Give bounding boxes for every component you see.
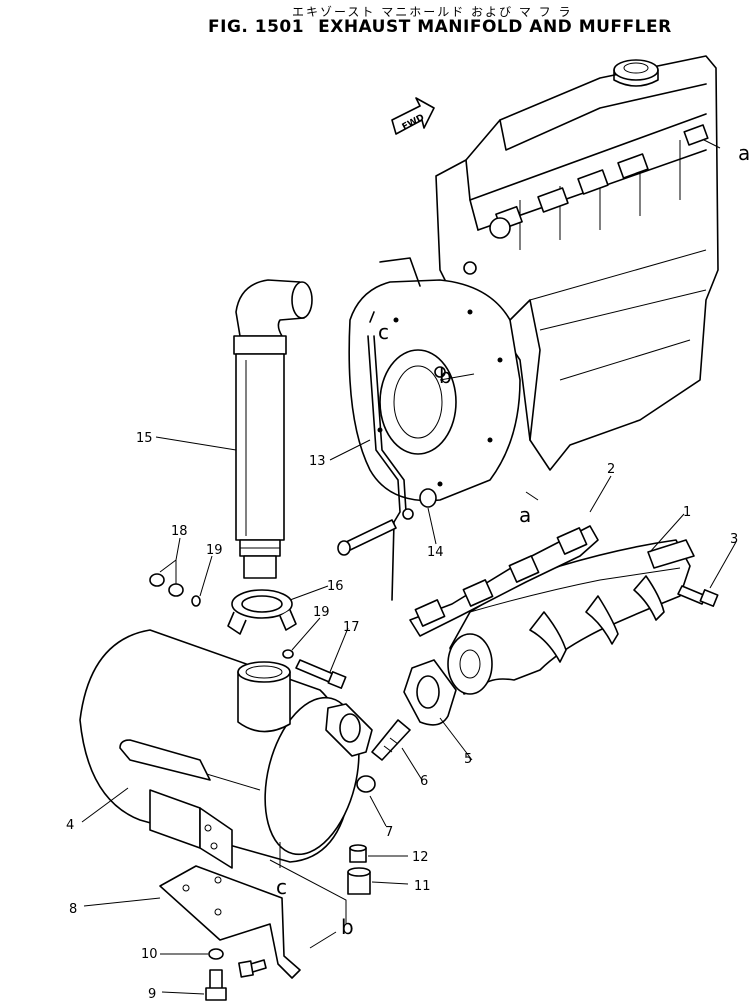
bolt-17 — [295, 659, 347, 689]
leader-lines — [81, 139, 737, 995]
muffler — [79, 629, 373, 869]
callout-6: 6 — [420, 774, 428, 789]
figure-title-text: EXHAUST MANIFOLD AND MUFFLER — [318, 17, 672, 37]
callout-8: 8 — [69, 902, 77, 917]
bolt-3 — [677, 585, 719, 607]
callout-5: 5 — [464, 752, 472, 767]
callout-19: 19 — [313, 605, 330, 620]
bolts-and-mounts — [205, 844, 371, 1001]
callout-4: 4 — [66, 818, 74, 833]
ref-letter-b: b — [439, 364, 452, 388]
flywheel-housing — [348, 257, 541, 502]
reference-letters: a a b b c c — [276, 141, 750, 939]
callout-12: 12 — [412, 850, 429, 865]
exhaust-pipe — [233, 279, 313, 579]
ref-letter-a: a — [738, 141, 750, 165]
callout-1: 1 — [683, 505, 691, 520]
callout-19: 19 — [206, 543, 223, 558]
callout-18: 18 — [171, 524, 188, 539]
ref-letter-b: b — [341, 915, 354, 939]
nuts-and-washers — [149, 573, 294, 659]
mounting-bracket — [159, 865, 301, 979]
clamp — [227, 589, 297, 635]
engine-block — [435, 55, 719, 471]
callout-numbers: 1 2 3 4 5 6 7 8 9 10 11 12 13 14 15 16 1… — [66, 431, 738, 1002]
stud-and-nut — [356, 719, 411, 793]
manifold-gasket — [409, 525, 599, 637]
callout-7: 7 — [385, 825, 393, 840]
callout-9: 9 — [148, 987, 156, 1002]
callout-11: 11 — [414, 879, 431, 894]
exhaust-manifold — [447, 539, 695, 695]
ref-letter-c: c — [276, 875, 287, 899]
support-rod — [337, 335, 437, 601]
ref-letter-a: a — [519, 503, 531, 527]
callout-14: 14 — [427, 545, 444, 560]
callout-13: 13 — [309, 454, 326, 469]
gasket-5 — [403, 659, 457, 726]
callout-15: 15 — [136, 431, 153, 446]
fwd-arrow-icon: FWD — [391, 97, 435, 135]
figure-number: FIG. 1501 — [208, 17, 305, 37]
ref-letter-c: c — [378, 320, 389, 344]
callout-2: 2 — [607, 462, 615, 477]
figure-title: FIG. 1501 EXHAUST MANIFOLD AND MUFFLER — [208, 17, 672, 37]
callout-17: 17 — [343, 620, 360, 635]
callout-10: 10 — [141, 947, 158, 962]
callout-3: 3 — [730, 532, 738, 547]
callout-16: 16 — [327, 579, 344, 594]
japanese-title: エキゾースト マニホールド および マ フ ラ — [292, 5, 573, 19]
